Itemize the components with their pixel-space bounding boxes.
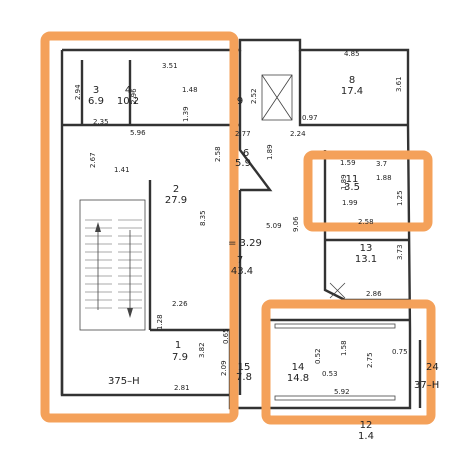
- dimension: 1.41: [114, 166, 130, 174]
- dimension: 4.85: [344, 50, 360, 58]
- dimension: 9.06: [292, 216, 300, 232]
- room-area: 13.1: [355, 254, 377, 265]
- room-number: 9: [237, 96, 243, 107]
- dimension: 0.53: [322, 370, 338, 378]
- mark-label: 37–H: [414, 380, 439, 391]
- dimension: 3.51: [162, 62, 178, 70]
- room-labels: 3 6.9 4 10.2 8 17.4 9 6 5.9 2 27.9 7 43.…: [88, 75, 377, 442]
- windows: [274, 282, 396, 401]
- dimension: 1.88: [376, 174, 392, 182]
- ceiling-height: = 3.29: [228, 238, 262, 249]
- elevator-shaft: [261, 74, 293, 121]
- dimension: 2.81: [174, 384, 190, 392]
- room-area: 43.4: [231, 266, 253, 277]
- highlight-lower-right: [261, 299, 436, 425]
- room-number: 13: [360, 243, 373, 254]
- room-area: 7.9: [172, 352, 188, 363]
- dimension: 2.24: [290, 130, 306, 138]
- dimension: 0.52: [314, 348, 322, 364]
- room-number: 7: [237, 255, 243, 266]
- dimension: 1.39: [182, 106, 190, 122]
- highlight-upper-right: [303, 150, 433, 232]
- dimension: 5.09: [266, 222, 282, 230]
- dimension: 0.65: [222, 328, 230, 344]
- dimension: 2.86: [366, 290, 382, 298]
- dimension-labels: 3.51 1.48 2.94 2.96 2.35 5.96 1.39 2.67 …: [74, 50, 408, 396]
- misc-labels: = 3.29 375–H 37–H 24: [108, 238, 439, 391]
- dimension: 1.89: [340, 174, 348, 190]
- dimension: 1.28: [156, 314, 164, 330]
- room-number: 3: [93, 85, 99, 96]
- walls: [60, 38, 422, 410]
- room-area: 10.2: [117, 96, 139, 107]
- dimension: 3.82: [198, 342, 206, 358]
- dimension: 3.7: [376, 160, 387, 168]
- room-area: 14.8: [287, 373, 309, 384]
- dimension: 1.48: [182, 86, 198, 94]
- room-number: 15: [238, 362, 251, 373]
- room-number: 4: [125, 85, 131, 96]
- room-area: 7.8: [236, 372, 252, 383]
- dimension: 5.96: [130, 129, 146, 137]
- room-area: 5.9: [235, 158, 251, 169]
- dimension: 2.96: [130, 88, 138, 104]
- stairs: [79, 199, 146, 331]
- room-area: 3.5: [344, 182, 360, 193]
- dimension: 0.75: [392, 348, 408, 356]
- room-number: 11: [346, 174, 359, 185]
- mark-label: 375–H: [108, 376, 140, 387]
- dimension: 2.75: [366, 352, 374, 368]
- dimension: 2.77: [235, 130, 251, 138]
- dimension: 1.89: [266, 144, 274, 160]
- dimension: 3.61: [395, 76, 403, 92]
- room-number: 14: [292, 362, 305, 373]
- room-number: 8: [349, 75, 355, 86]
- dimension: 3.73: [396, 244, 404, 260]
- room-number: 12: [360, 420, 373, 431]
- highlight-left: [40, 31, 239, 423]
- room-area: 27.9: [165, 195, 187, 206]
- room-area: 17.4: [341, 86, 363, 97]
- dimension: 1.25: [396, 190, 404, 206]
- dimension: 8.35: [199, 210, 207, 226]
- dimension: 2.09: [220, 360, 228, 376]
- room-number: 6: [243, 148, 249, 159]
- dimension: 2.35: [93, 118, 109, 126]
- dimension: 1.99: [342, 199, 358, 207]
- corner-room-label: 24: [426, 362, 439, 373]
- dimension: 5.92: [334, 388, 350, 396]
- dimension: 2.58: [214, 146, 222, 162]
- dimension: 1.58: [340, 340, 348, 356]
- dimension: 2.26: [172, 300, 188, 308]
- dimension: 0.97: [302, 114, 318, 122]
- dimension: 2.58: [358, 218, 374, 226]
- room-area: 6.9: [88, 96, 104, 107]
- dimension: 2.52: [250, 88, 258, 104]
- dimension: 1.59: [340, 159, 356, 167]
- room-area: 1.4: [358, 431, 374, 442]
- room-number: 1: [175, 340, 181, 351]
- room-number: 2: [173, 184, 179, 195]
- dimension: 2.67: [89, 152, 97, 168]
- highlight-boxes: [40, 31, 436, 425]
- dimension: 2.94: [74, 84, 82, 100]
